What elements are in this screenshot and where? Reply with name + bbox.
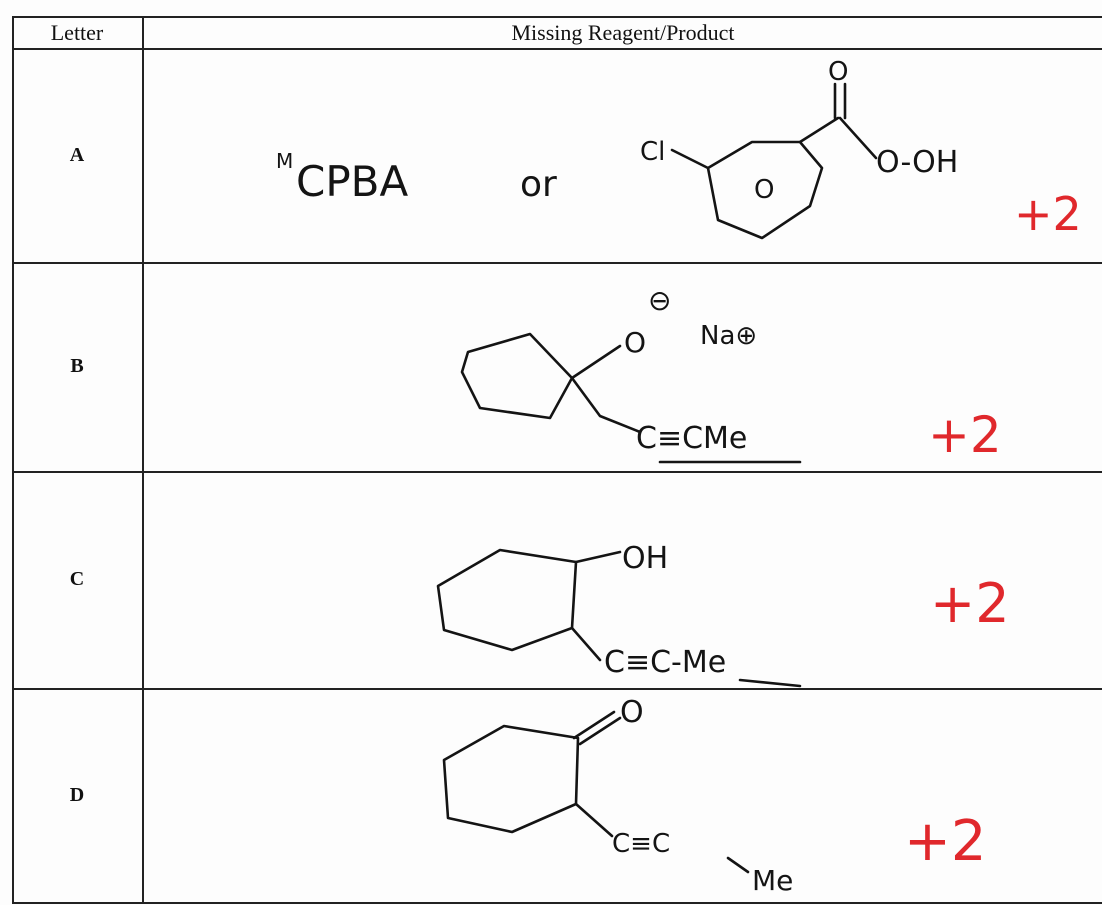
sodium-counterion-label: Na⊕ (700, 321, 757, 351)
row-c-alkyne-underline (738, 678, 802, 688)
table-bottom-border (12, 902, 1102, 904)
mcpba-carbonyl-double-bond (833, 82, 847, 120)
alkoxide-oxygen-label: O (624, 326, 646, 359)
mcpba-ring-to-cl-bond (670, 148, 710, 170)
row-d-alkyne-bond (574, 802, 614, 838)
row-b-border (12, 471, 1102, 473)
row-c-letter: C (69, 568, 85, 590)
peroxy-label: O-OH (876, 145, 958, 180)
row-c-score: +2 (930, 572, 1010, 635)
row-b-alkyne-label: C≡CMe (636, 421, 747, 456)
mcpba-prefix: M (276, 149, 293, 173)
row-d-carbonyl-double-bond (572, 710, 622, 746)
row-d-letter: D (69, 783, 85, 806)
header-letter: Letter (50, 20, 104, 45)
table-left-border (12, 16, 14, 904)
mcpba-carbonyl-to-o-bond (838, 116, 878, 160)
row-d-methyl-label: Me (752, 864, 793, 897)
row-d-score: +2 (904, 809, 987, 874)
row-a-letter: A (69, 143, 85, 166)
row-c-alkyne-label: C≡C-Me (604, 645, 726, 680)
row-a-score: +2 (1014, 187, 1082, 241)
row-d-alkyne-label: C≡C (612, 829, 670, 859)
mcpba-ring-drawing (706, 140, 824, 240)
column-divider (142, 16, 144, 904)
row-b-alkyne-bond (570, 376, 642, 434)
row-d-me-bond (726, 856, 750, 874)
hydroxyl-label: OH (622, 541, 668, 576)
or-text: or (520, 164, 557, 205)
ketone-oxygen-label: O (620, 695, 644, 730)
row-c-alkyne-bond (570, 626, 602, 662)
ring-oxygen-label: O (754, 175, 774, 205)
negative-charge-label: ⊖ (648, 284, 671, 317)
row-c-border (12, 688, 1102, 690)
row-a-border (12, 262, 1102, 264)
table-top-border (12, 16, 1102, 18)
chlorine-label: Cl (640, 137, 665, 167)
row-b-score: +2 (928, 406, 1002, 464)
row-b-letter: B (70, 355, 84, 377)
row-b-ring-drawing (460, 332, 574, 420)
mcpba-text: CPBA (296, 157, 408, 206)
header-row-border (12, 48, 1102, 50)
row-c-c-o-bond (574, 550, 622, 564)
carbonyl-oxygen-label: O (828, 57, 848, 87)
row-c-ring-drawing (436, 548, 578, 652)
row-d-ring-drawing (442, 724, 580, 834)
mcpba-ring-to-carbonyl-bond (798, 116, 840, 144)
header-missing-reagent-product: Missing Reagent/Product (511, 20, 735, 45)
row-b-c-o-bond (570, 344, 622, 380)
